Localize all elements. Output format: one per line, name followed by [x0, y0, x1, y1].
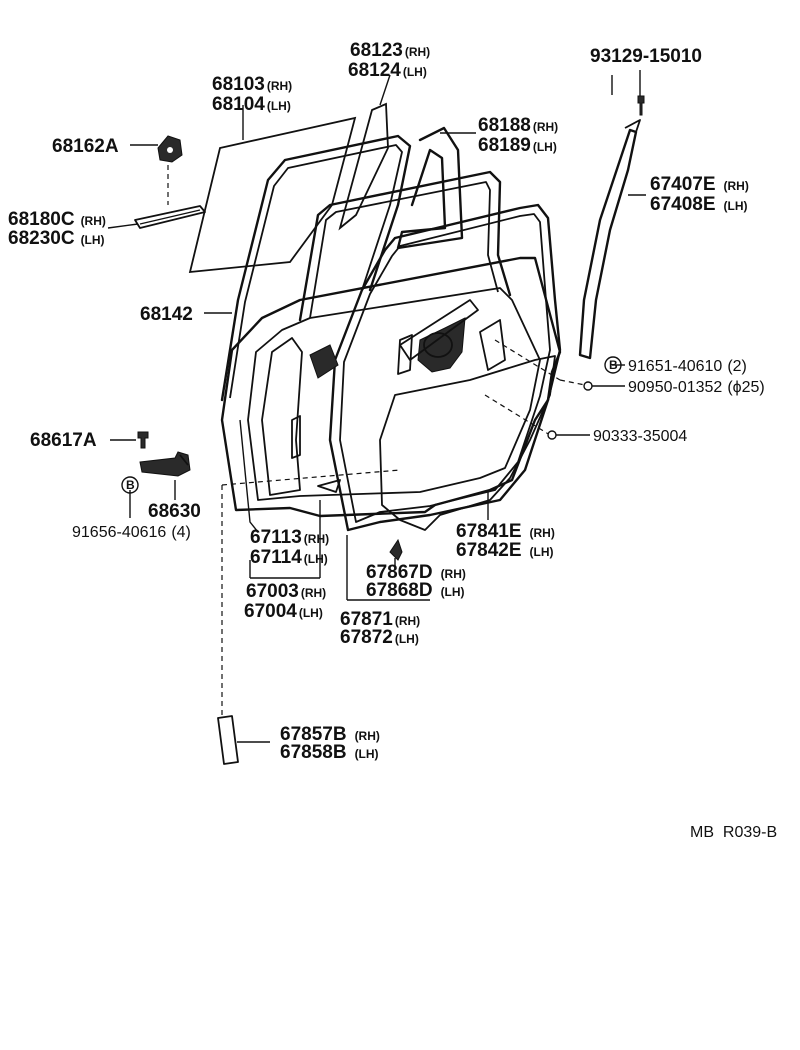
- label-67842E: 67842E(LH): [456, 540, 554, 561]
- label-67113: 67113(RH): [250, 527, 329, 548]
- label-67871: 67871(RH): [340, 609, 420, 630]
- label-68630: 68630: [148, 501, 201, 522]
- frame-moulding: [578, 128, 638, 360]
- door-weatherstrip: [328, 203, 562, 532]
- door-window-frame-inner: [309, 181, 499, 319]
- label-68124: 68124(LH): [348, 60, 427, 81]
- label-67407E: 67407E(RH): [650, 174, 749, 195]
- label-67841E: 67841E(RH): [456, 521, 555, 542]
- regulator-gear: [423, 332, 453, 358]
- belt-weatherstrip-line: [139, 209, 201, 225]
- label-68104: 68104(LH): [212, 94, 291, 115]
- label-68123: 68123(RH): [350, 40, 430, 61]
- label-67858B: 67858B(LH): [280, 742, 379, 763]
- label-68230C: 68230C(LH): [8, 228, 105, 249]
- label-67857B: 67857B(RH): [280, 724, 380, 745]
- bolt-marker-circle-1: [604, 356, 622, 374]
- moulding-clip: [624, 119, 641, 133]
- panel-hole-1: [397, 334, 413, 375]
- hole-plug: [389, 538, 403, 561]
- leader-lines: [107, 70, 646, 743]
- door-lock-mechanism: [417, 317, 466, 373]
- label-93129-15010: 93129-15010: [590, 46, 702, 67]
- division-channel: [396, 126, 464, 250]
- label-67003: 67003(RH): [246, 581, 326, 602]
- label-90333-35004: 90333-35004: [593, 428, 687, 445]
- glass-run-inner: [229, 144, 403, 399]
- label-68617A: 68617A: [30, 430, 97, 451]
- panel-hole-2: [291, 415, 301, 459]
- panel-slot: [317, 479, 341, 493]
- label-91656-40616: 91656-40616(4): [72, 524, 191, 541]
- callout-labels: 93129-15010 68123(RH) 68124(LH) 68103(RH…: [8, 40, 777, 841]
- door-handle-opening: [309, 344, 339, 379]
- label-67868D: 67868D(LH): [366, 580, 465, 601]
- door-check-bolt: [137, 431, 149, 449]
- quarter-glass: [338, 102, 389, 231]
- moulding-screw: [637, 95, 645, 116]
- bolt-marker-b2: B: [126, 478, 135, 492]
- door-window-frame: [298, 170, 512, 322]
- door-check: [139, 451, 191, 477]
- grommet-icon: [583, 381, 593, 391]
- label-67872: 67872(LH): [340, 627, 419, 648]
- panel-inner-opening: [261, 337, 303, 496]
- label-67408E: 67408E(LH): [650, 194, 748, 215]
- label-67004: 67004(LH): [244, 601, 323, 622]
- glass-run: [220, 134, 412, 402]
- door-panel-inner-edge: [247, 287, 541, 501]
- label-68103: 68103(RH): [212, 74, 292, 95]
- label-67867D: 67867D(RH): [366, 562, 466, 583]
- belt-weatherstrip: [134, 205, 206, 229]
- regulator-arm: [399, 299, 479, 361]
- panel-bracket: [479, 319, 506, 371]
- label-90950-01352: 90950-01352(ϕ25): [628, 379, 765, 396]
- bolt-marker-b1: B: [609, 358, 618, 372]
- bolt-marker-circle-2: [121, 476, 139, 494]
- lower-moulding-piece: [217, 715, 239, 765]
- label-91651-40610: 91651-40610(2): [628, 358, 747, 375]
- label-68180C: 68180C(RH): [8, 209, 106, 230]
- door-weatherstrip-inner: [339, 213, 551, 523]
- label-68188: 68188(RH): [478, 115, 558, 136]
- clip-icon: [547, 430, 557, 440]
- door-check-arm: [179, 454, 189, 466]
- label-68162A: 68162A: [52, 136, 119, 157]
- door-panel: [220, 256, 562, 518]
- label-68142: 68142: [140, 304, 193, 325]
- label-67114: 67114(LH): [250, 547, 328, 568]
- diagram-code: MB R039-B: [690, 824, 777, 841]
- label-68189: 68189(LH): [478, 135, 557, 156]
- service-hole-cover: [379, 355, 556, 531]
